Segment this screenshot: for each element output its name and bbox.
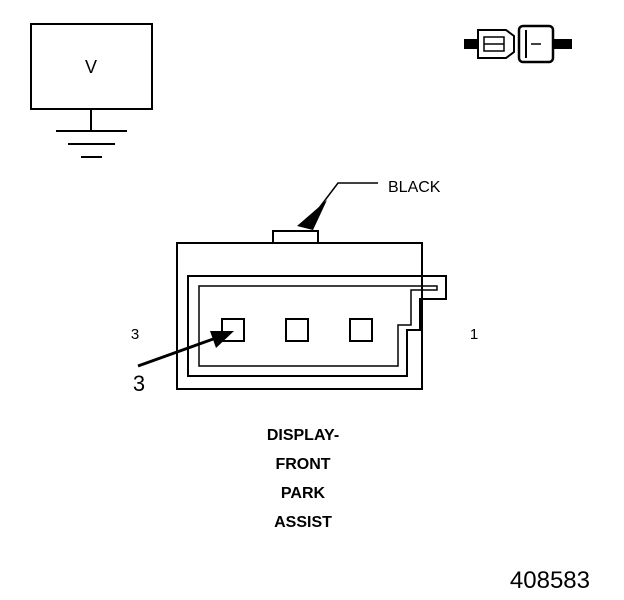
pin-right-number: 1: [470, 326, 478, 343]
connector-inner-outline-2: [198, 285, 438, 367]
pin-cavity-1: [349, 318, 373, 342]
connector-caption: DISPLAY- FRONT PARK ASSIST: [267, 427, 339, 531]
voltmeter-label: V: [85, 57, 97, 77]
caption-line-4: ASSIST: [274, 514, 332, 531]
pin-callout: 3: [133, 331, 234, 396]
connector-color-label: BLACK: [388, 179, 441, 196]
connector-latch: [272, 230, 319, 244]
caption-line-3: PARK: [281, 485, 326, 502]
ground-icon: [56, 109, 127, 158]
voltmeter-symbol: V: [30, 23, 153, 158]
caption-line-1: DISPLAY-: [267, 427, 339, 444]
pin-cavity-2: [285, 318, 309, 342]
connector-housing: [176, 242, 423, 390]
figure-number: 408583: [510, 567, 590, 594]
color-callout: BLACK: [297, 179, 441, 230]
caption-line-2: FRONT: [275, 456, 330, 473]
pin-callout-number: 3: [133, 371, 145, 396]
connector-pictogram-icon: [464, 24, 572, 64]
pin-left-number: 3: [131, 326, 139, 343]
pin-callout-arrowhead-icon: [210, 331, 234, 348]
pin-cavity-3: [221, 318, 245, 342]
connector-face: [176, 230, 447, 390]
connector-inner-outline: [187, 275, 447, 377]
callout-arrowhead-icon: [297, 200, 327, 230]
